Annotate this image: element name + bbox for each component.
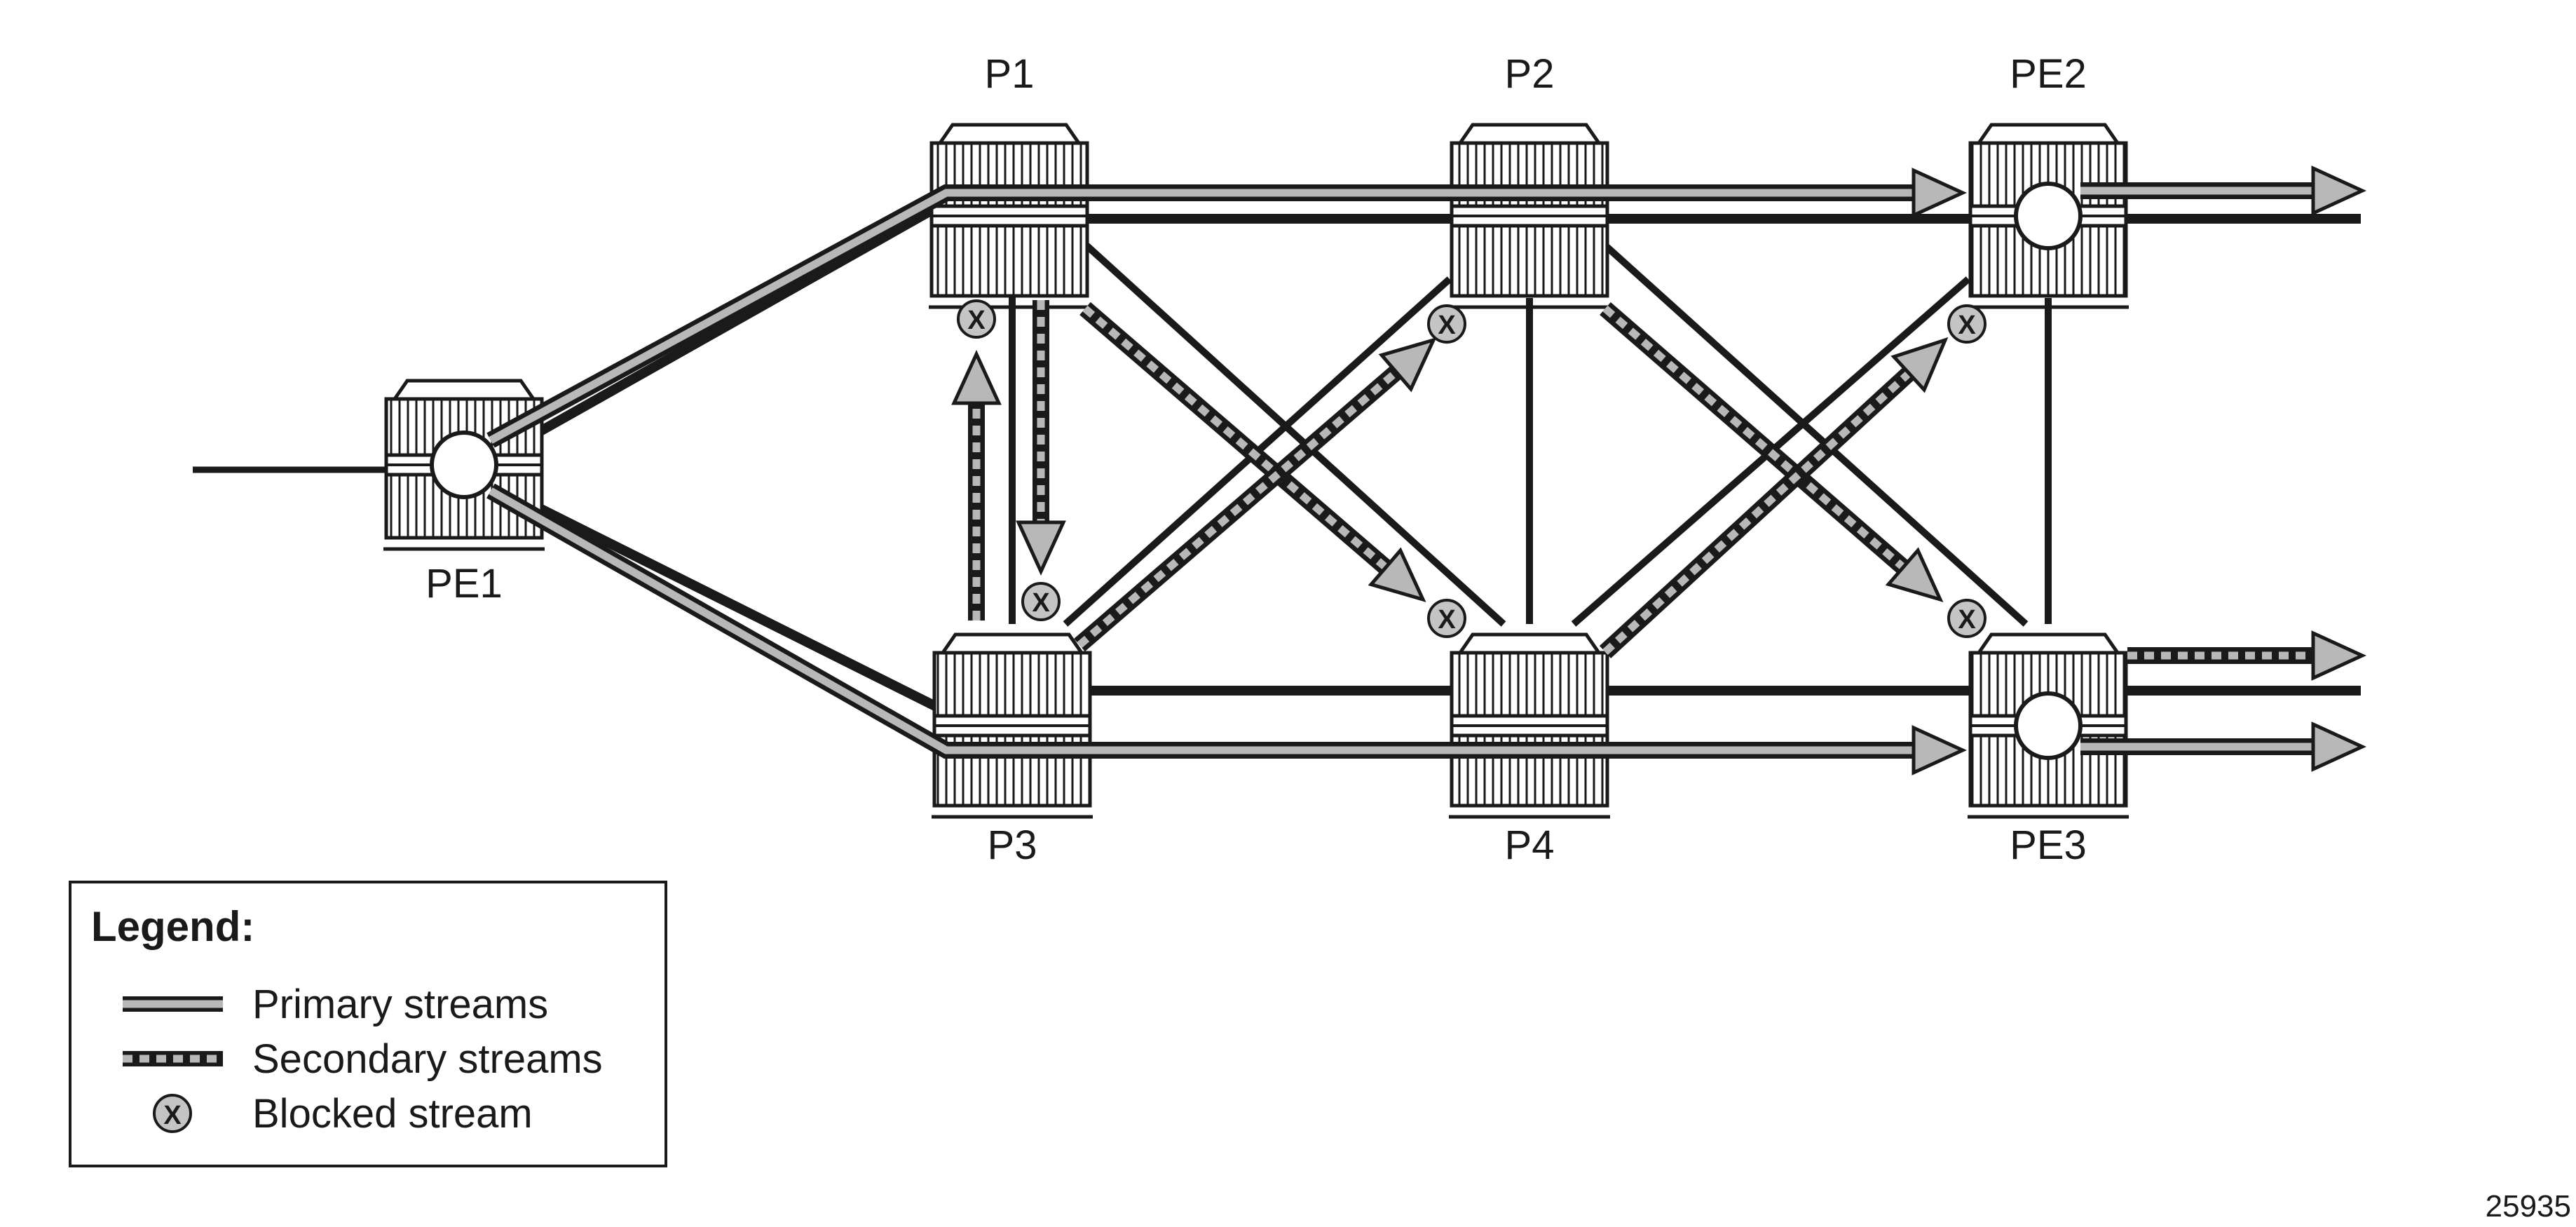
secondary-stream-pe3-out bbox=[2127, 630, 2367, 681]
primary-stream-pe2-out bbox=[2080, 165, 2367, 216]
figure-id: 25935 bbox=[2486, 1189, 2571, 1223]
router-pe1-termination-circle bbox=[430, 431, 498, 499]
router-pe3 bbox=[1968, 632, 2129, 819]
secondary-stream-p1-p4 bbox=[1079, 301, 1426, 602]
router-p3 bbox=[932, 632, 1093, 819]
svg-text:X: X bbox=[967, 306, 986, 335]
blocked-marker-pe3: X bbox=[1947, 599, 1986, 638]
secondary-stream-p2-pe3 bbox=[1600, 301, 1944, 602]
link-pe1-p3 bbox=[488, 479, 984, 734]
svg-text:X: X bbox=[163, 1101, 182, 1130]
link-pe1-p1 bbox=[488, 177, 984, 464]
label-p3: P3 bbox=[988, 822, 1037, 868]
blocked-marker-pe2: X bbox=[1947, 304, 1986, 344]
router-pe2 bbox=[1968, 123, 2129, 309]
blocked-marker-p2: X bbox=[1427, 304, 1466, 344]
secondary-stream-p1-p3 bbox=[1016, 300, 1066, 576]
legend-blocked-icon: X bbox=[153, 1094, 192, 1133]
blocked-marker-p3-up: X bbox=[1021, 582, 1061, 621]
secondary-stream-p3-p1 bbox=[951, 349, 1002, 621]
router-p4 bbox=[1449, 632, 1610, 819]
link-p1-p4 bbox=[1084, 243, 1506, 627]
primary-stream-pe1-pe3 bbox=[486, 483, 1968, 775]
primary-stream-pe3-out bbox=[2080, 721, 2367, 772]
label-p1: P1 bbox=[985, 51, 1035, 97]
blocked-marker-p4: X bbox=[1427, 599, 1466, 638]
secondary-stream-p4-pe2 bbox=[1599, 337, 1949, 658]
svg-text:X: X bbox=[1032, 588, 1050, 618]
label-pe1: PE1 bbox=[425, 561, 503, 606]
secondary-stream-p3-p2 bbox=[1074, 337, 1437, 652]
label-p2: P2 bbox=[1505, 51, 1555, 97]
physical-links bbox=[193, 177, 2361, 734]
blocked-marker-p1-down: X bbox=[957, 299, 996, 339]
legend-title: Legend: bbox=[91, 903, 254, 950]
svg-text:X: X bbox=[1958, 605, 1976, 635]
label-pe3: PE3 bbox=[2010, 822, 2087, 868]
router-p2 bbox=[1449, 123, 1610, 309]
link-p2-pe3 bbox=[1602, 243, 2029, 627]
legend: Legend: Primary streams Secondary stream… bbox=[69, 881, 667, 1167]
svg-text:X: X bbox=[1438, 605, 1456, 635]
router-pe2-termination-circle bbox=[2014, 182, 2083, 250]
streams bbox=[486, 165, 2367, 775]
legend-primary-label: Primary streams bbox=[252, 982, 548, 1027]
legend-secondary-label: Secondary streams bbox=[252, 1036, 603, 1082]
routers bbox=[383, 123, 2129, 819]
router-pe1 bbox=[383, 379, 545, 551]
router-p1 bbox=[929, 123, 1090, 309]
svg-text:X: X bbox=[1958, 311, 1976, 340]
legend-blocked-label: Blocked stream bbox=[252, 1091, 533, 1137]
label-p4: P4 bbox=[1505, 822, 1555, 868]
svg-text:X: X bbox=[1438, 311, 1456, 340]
router-pe3-termination-circle bbox=[2014, 691, 2083, 760]
label-pe2: PE2 bbox=[2010, 51, 2087, 97]
blocked-markers: X X X X X X bbox=[957, 299, 1986, 638]
primary-stream-pe1-pe2 bbox=[486, 168, 1968, 448]
